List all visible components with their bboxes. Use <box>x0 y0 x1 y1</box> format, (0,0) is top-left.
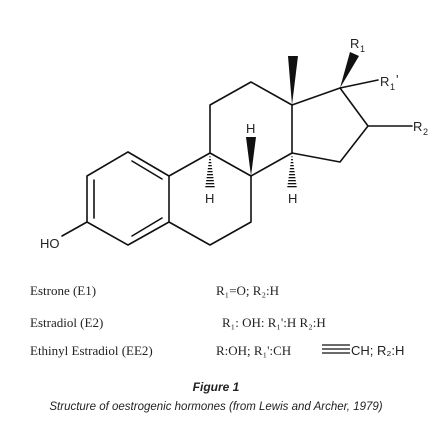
compound-subst-estrone: R₁=O; R₂:H <box>216 283 279 298</box>
ring-a-double-bond-1 <box>131 160 163 180</box>
compound-name-estrone: Estrone (E1) <box>30 283 96 298</box>
hydroxyl-label: HO <box>40 236 60 251</box>
r1p-label: R <box>380 74 389 89</box>
h-upper-wedge <box>246 137 256 176</box>
triple-bond-symbol <box>322 344 350 354</box>
compound-subst-ethinyl-estradiol-suffix: CH; R₂:H <box>351 343 404 358</box>
hydroxyl-bond <box>61 221 88 237</box>
compound-subst-ethinyl-estradiol-prefix: R:OH; R₁':CH <box>216 343 291 358</box>
atom-labels: HO H H H R 1 R 1 ' R 2 <box>40 36 428 251</box>
r1-label: R <box>350 36 359 51</box>
h-lower-left-label: H <box>205 191 214 206</box>
ring-c-bonds <box>209 81 293 177</box>
h-upper-label: H <box>246 121 255 136</box>
caption-text: Structure of oestrogenic hormones (from … <box>49 401 382 413</box>
r2-label: R <box>413 119 422 134</box>
ring-b-bonds <box>168 152 252 246</box>
wedge-bonds <box>205 52 359 189</box>
ring-a-double-bond-3 <box>131 217 163 237</box>
caption-title: Figure 1 <box>193 380 240 394</box>
r1p-prime: ' <box>396 72 398 87</box>
compound-name-ethinyl-estradiol: Ethinyl Estradiol (EE2) <box>30 343 153 358</box>
figure-caption: Figure 1 Structure of oestrogenic hormon… <box>49 380 382 413</box>
r2-subscript: 2 <box>423 127 428 137</box>
h-lower-left-hash <box>205 153 215 189</box>
r1-wedge <box>340 52 359 88</box>
r1-subscript: 1 <box>360 44 365 54</box>
compound-table: Estrone (E1) R₁=O; R₂:H Estradiol (E2) R… <box>30 283 404 358</box>
h-lower-right-label: H <box>288 191 297 206</box>
methyl-wedge <box>288 56 298 105</box>
molecule-skeleton <box>61 79 413 246</box>
r1p-subscript: 1 <box>390 82 395 92</box>
compound-name-estradiol: Estradiol (E2) <box>30 315 103 330</box>
compound-subst-estradiol: R₁: OH: R₁':H R₂:H <box>222 315 326 330</box>
ring-d-bonds <box>291 87 369 163</box>
ring-a-bonds <box>86 151 170 246</box>
r1p-bond <box>339 79 379 89</box>
h-lower-right-hash <box>287 153 297 189</box>
